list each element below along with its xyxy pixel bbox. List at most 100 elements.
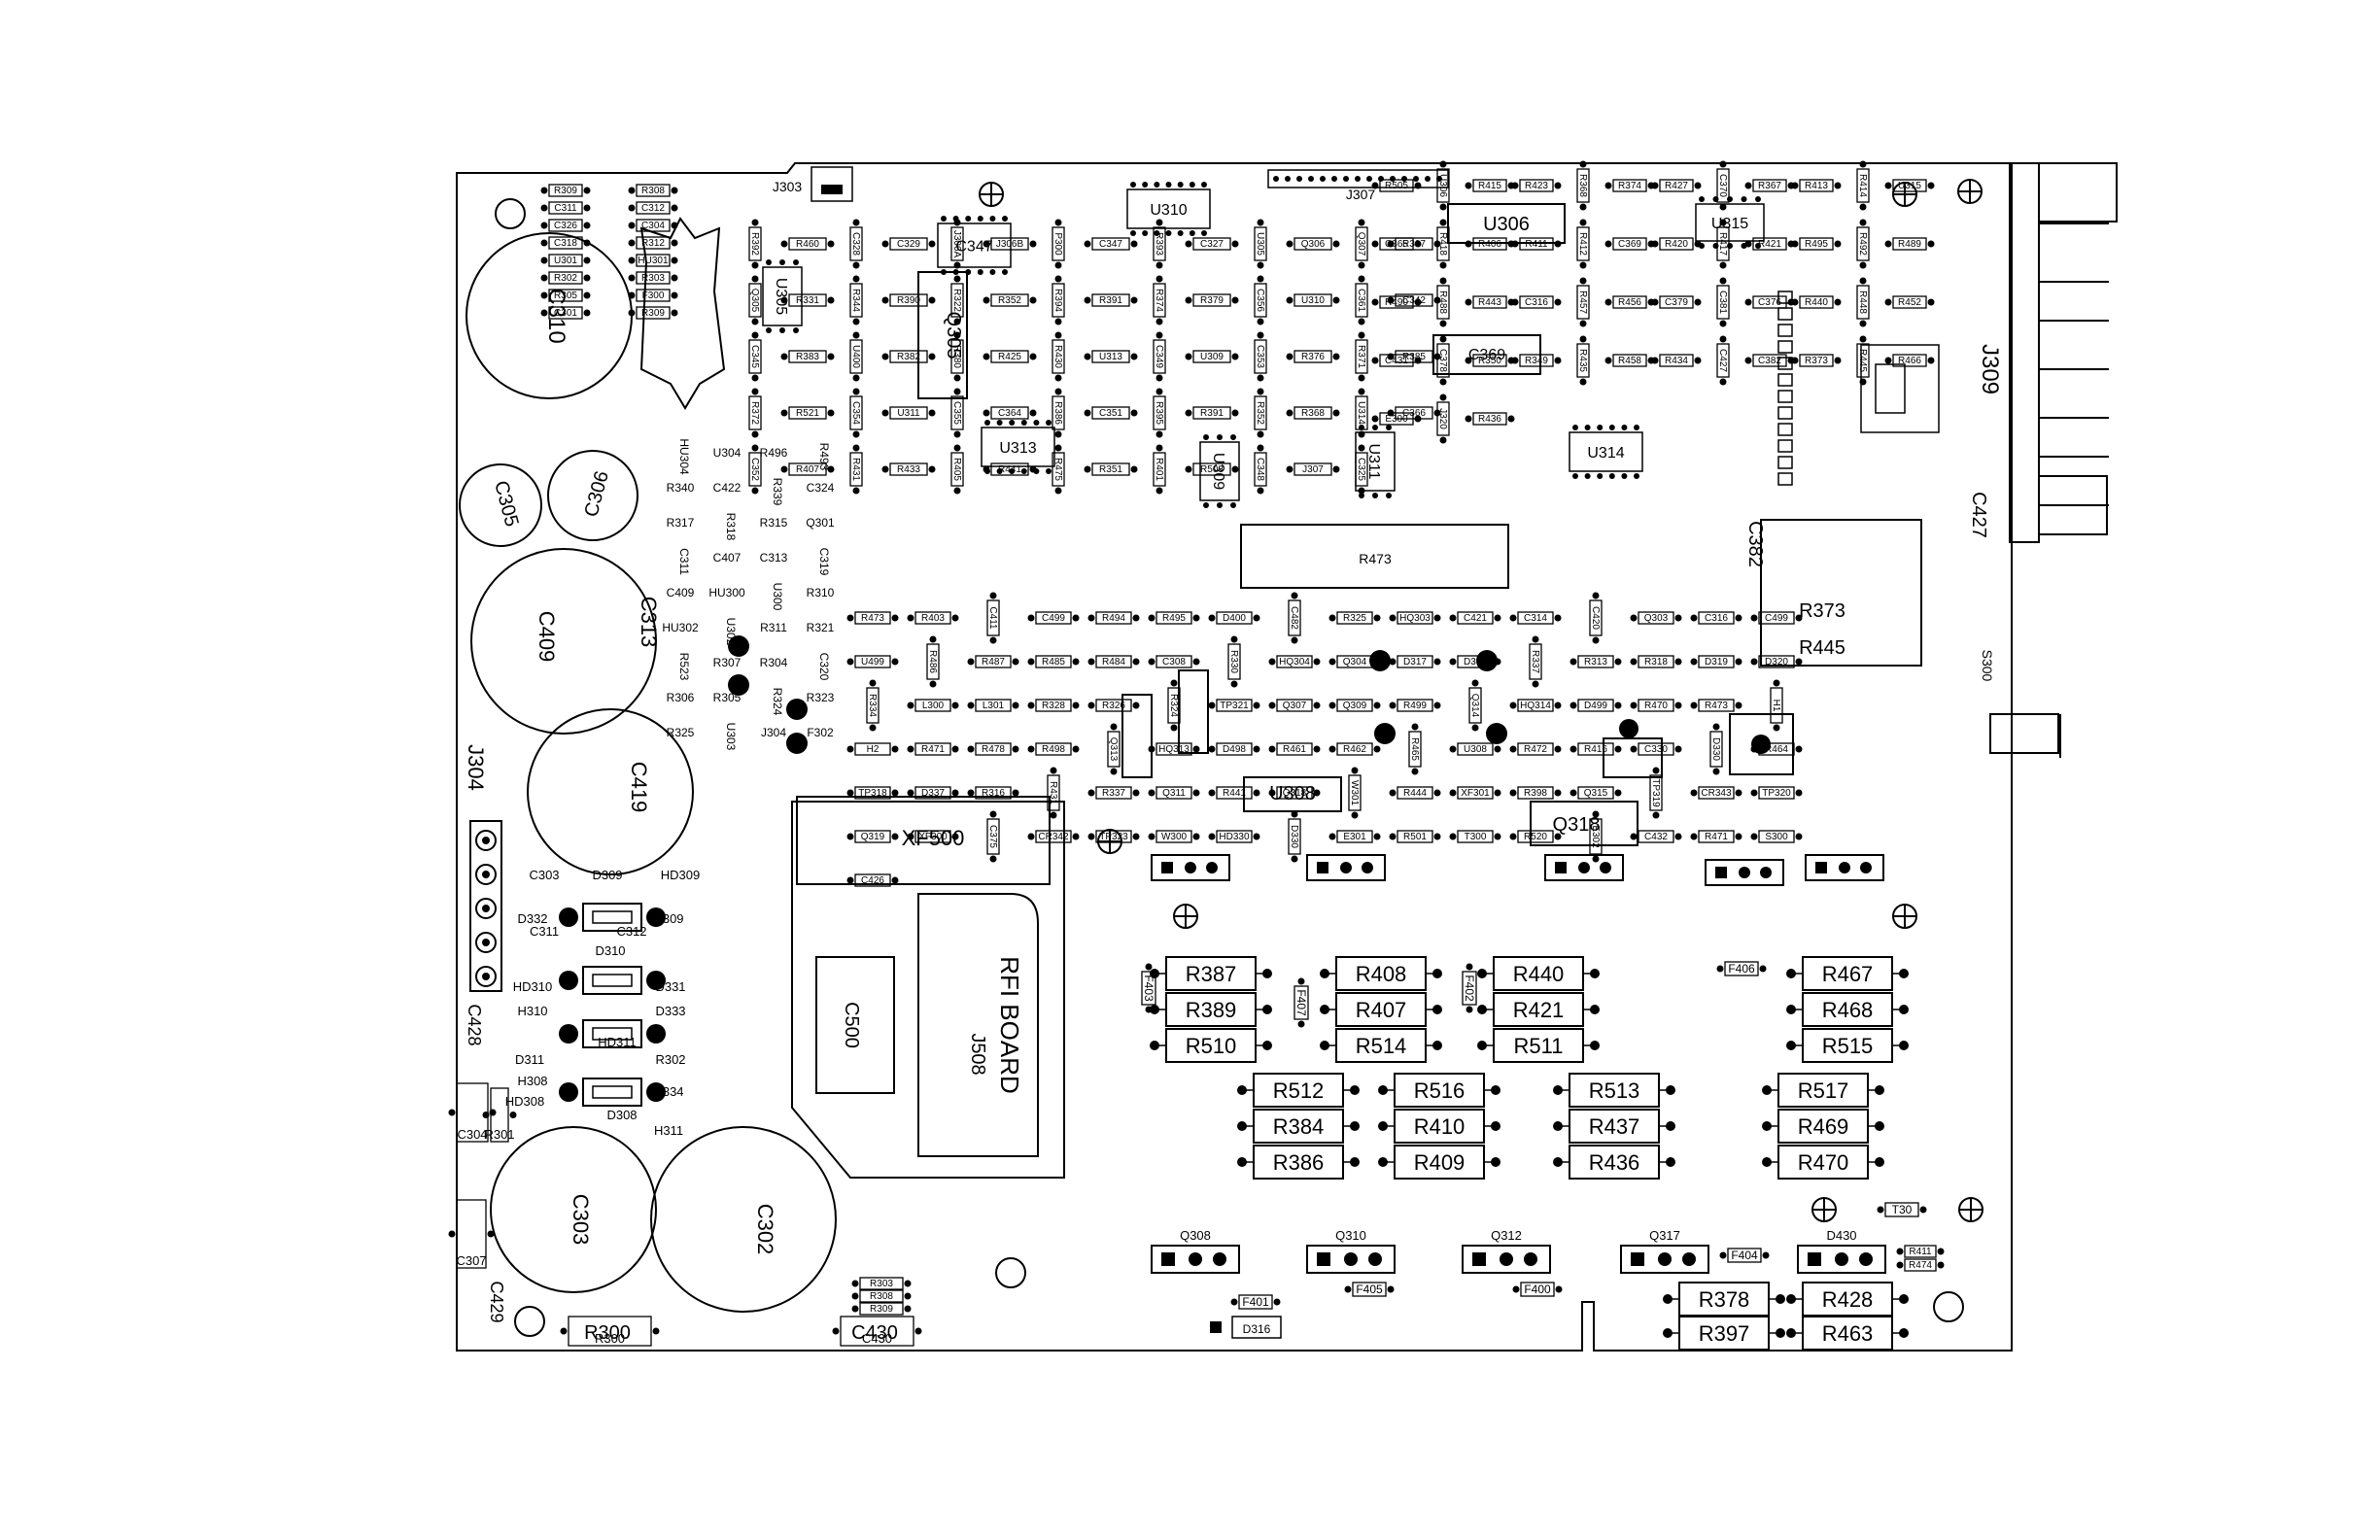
smd-part-label: E301 <box>1343 832 1366 842</box>
smd-part-label: R498 <box>1042 744 1065 755</box>
power-resistor: R410 <box>1378 1109 1500 1144</box>
smd-part-label: R484 <box>1102 657 1125 667</box>
smd-part-label: R415 <box>1478 181 1501 191</box>
smd-part-label: R414 <box>1857 174 1868 197</box>
smd-part-label: D330 <box>1289 825 1299 848</box>
power-resistor-label: R469 <box>1798 1114 1849 1139</box>
smd-part: C431 <box>1371 354 1422 367</box>
smd-part-label: C304 <box>641 221 665 231</box>
smd-part-label: C327 <box>1200 239 1224 250</box>
smd-part: D317 <box>1389 655 1441 668</box>
smd-part-label: R308 <box>870 1291 893 1302</box>
smd-part-label: R503 <box>1200 464 1224 475</box>
to220-transistor: Q310 <box>1306 1228 1396 1274</box>
power-resistor-label: R437 <box>1589 1114 1640 1139</box>
smd-part-label: R433 <box>897 464 920 475</box>
smd-part-label: R405 <box>951 458 962 481</box>
smd-part-label: C379 <box>1665 297 1688 308</box>
smd-part-label: R352 <box>998 295 1021 306</box>
smd-part-label: TP321 <box>1220 701 1249 711</box>
component-label: D309 <box>592 868 622 882</box>
smd-part: R427 <box>1651 179 1702 192</box>
component-label: R523 <box>677 653 691 681</box>
smd-part: R435 <box>1576 335 1590 386</box>
smd-part-label: R316 <box>982 788 1005 799</box>
transistor-label: Q310 <box>1335 1228 1366 1243</box>
c369-label: C369 <box>1468 347 1505 363</box>
smd-part-label: C382 <box>1758 356 1781 366</box>
smd-part-label: C352 <box>749 458 760 481</box>
smd-part: R303 <box>851 1277 912 1290</box>
smd-part-label: R403 <box>921 613 945 624</box>
smd-part-label: R411 <box>1525 239 1548 250</box>
ic-package: U309 <box>1199 434 1240 508</box>
smd-part-label: R478 <box>982 744 1005 755</box>
smd-part-label: R385 <box>1402 352 1426 362</box>
power-resistor: R468 <box>1786 992 1909 1027</box>
smd-part: C361 <box>1355 275 1368 325</box>
component-label: HU302 <box>662 621 699 634</box>
smd-part-label: R430 <box>1052 345 1063 368</box>
smd-part: R393 <box>1153 219 1166 269</box>
smd-part-label: R475 <box>1052 458 1063 481</box>
smd-part-label: D337 <box>921 788 945 799</box>
j304-label: J304 <box>464 744 488 791</box>
smd-part: R316 <box>967 786 1019 800</box>
smd-part-label: C349 <box>1154 345 1164 368</box>
smd-part: R305 <box>540 289 591 302</box>
component-label: C407 <box>713 551 742 565</box>
ic-label: U314 <box>1587 445 1624 462</box>
smd-part-label: U311 <box>897 408 920 419</box>
smd-part: R460 <box>780 237 835 251</box>
j304-connector <box>469 820 502 992</box>
j508-label: J508 <box>967 1033 988 1075</box>
c302-label: C302 <box>753 1204 777 1255</box>
component-label: Q301 <box>806 516 835 530</box>
smd-part-label: U301 <box>554 256 577 266</box>
smd-part-label: R460 <box>796 239 819 250</box>
smd-part: U400 <box>849 331 863 382</box>
smd-part: W300 <box>1148 830 1200 843</box>
smd-part-label: R324 <box>1168 694 1179 717</box>
smd-part: R337 <box>1087 786 1140 800</box>
smd-part: J306B <box>983 237 1037 251</box>
smd-part: R337 <box>1529 635 1542 688</box>
smd-part-label: Q311 <box>1162 788 1186 799</box>
smd-part-label: XF301 <box>1461 788 1490 799</box>
smd-part: R368 <box>1576 160 1590 211</box>
smd-part: CR343 <box>1690 786 1742 800</box>
smd-part: R313 <box>1569 655 1622 668</box>
smd-part: R495 <box>1148 611 1200 625</box>
component-label: H311 <box>654 1123 683 1138</box>
smd-part-label: Q304 <box>1343 657 1367 667</box>
smd-part: R309 <box>851 1302 912 1316</box>
component-label: R321 <box>807 621 835 634</box>
smd-part-label: HQ304 <box>1279 657 1310 667</box>
smd-part-label: R374 <box>1154 289 1164 312</box>
smd-part-label: R490 <box>1385 297 1408 308</box>
power-resistor: R436 <box>1553 1145 1675 1180</box>
component-label: R339 <box>771 478 784 506</box>
smd-part: R331 <box>780 293 835 307</box>
smd-part: R490 <box>1371 295 1422 309</box>
power-resistor-label: R386 <box>1273 1150 1325 1175</box>
smd-part: R303 <box>628 271 678 285</box>
smd-part: D499 <box>1569 699 1622 712</box>
smd-part-label: R486 <box>927 650 938 673</box>
heatsink-pad <box>1369 650 1391 671</box>
smd-part: Q315 <box>1569 786 1622 800</box>
smd-part: C370 <box>1716 160 1730 211</box>
smd-part: R461 <box>1268 742 1321 756</box>
smd-part: R390 <box>881 293 936 307</box>
smd-part-label: R495 <box>1162 613 1186 624</box>
smd-part-label: R499 <box>1403 701 1427 711</box>
smd-part: C348 <box>1254 444 1267 495</box>
smd-part: H2 <box>846 742 899 756</box>
smd-part-label: R485 <box>1042 657 1065 667</box>
smd-part: R420 <box>1651 237 1702 251</box>
transistor-strip <box>1544 854 1624 881</box>
smd-part: E300 <box>1371 412 1422 426</box>
smd-part: C430 <box>832 1316 922 1347</box>
smd-part: R334 <box>866 679 880 732</box>
smd-part: R456 <box>1604 295 1655 309</box>
